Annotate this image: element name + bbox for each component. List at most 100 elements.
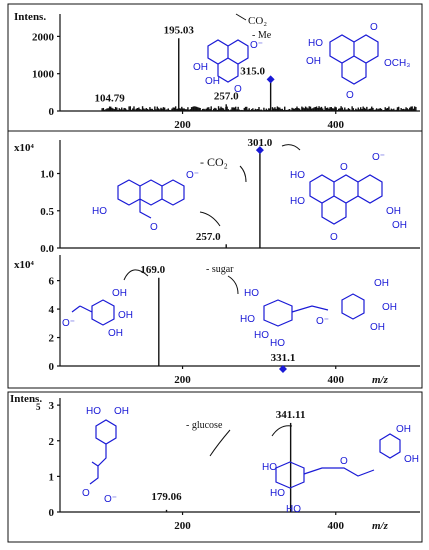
p1-frag-o-1: O bbox=[234, 84, 242, 95]
p2-par-o-minus: O⁻ bbox=[372, 152, 385, 163]
panel-4: 0 1 2 3 200 400 m/z 179.06 341.11 bbox=[49, 398, 420, 532]
panel-2-loss-arrow bbox=[239, 165, 247, 183]
panel-4-peak-label: 341.11 bbox=[276, 409, 306, 421]
top-frame bbox=[7, 3, 423, 389]
panel-3-precursor-marker bbox=[278, 365, 287, 373]
p1-par-oh: OH bbox=[306, 56, 321, 67]
panel-4-exponent: 5 bbox=[36, 402, 41, 412]
p3-par-ho-2: HO bbox=[240, 314, 255, 325]
panel-4-xtick-label: 200 bbox=[174, 520, 191, 532]
panel-3-ytick-label: 4 bbox=[49, 304, 55, 316]
panel-3-ytick-label: 2 bbox=[49, 333, 55, 345]
panel-4-peak-label: 179.06 bbox=[151, 491, 182, 503]
panel-2-ytick-label: 0.5 bbox=[40, 206, 54, 218]
p2-par-ho-2: HO bbox=[290, 196, 305, 207]
panel-4-parent-structure: HO HO HO OH OH O bbox=[262, 424, 419, 515]
p4-par-o: O bbox=[340, 456, 348, 467]
p4-par-ho-2: HO bbox=[270, 488, 285, 499]
panel-4-ylabel: Intens. bbox=[10, 393, 42, 405]
panel-1-parent-structure: HO OH O O OCH₃ bbox=[306, 22, 410, 101]
p3-frag-o-minus: O⁻ bbox=[62, 318, 75, 329]
panel-3-xtick-label: 400 bbox=[327, 374, 344, 386]
panel-4-ytick-label: 0 bbox=[49, 507, 55, 519]
panel-1: 0 1000 2000 200 400 104.79 195.03 257.0 315.0 bbox=[32, 14, 420, 131]
p1-frag-oh-1: OH bbox=[193, 62, 208, 73]
panel-1-loss-me: - Me bbox=[252, 30, 272, 41]
panel-3-exponent: x10⁴ bbox=[14, 259, 35, 271]
panel-1-peak-label: 195.03 bbox=[164, 24, 195, 36]
panel-4-arrow-parent bbox=[271, 425, 293, 437]
panel-3: 0 2 4 6 200 400 m/z 169.0 331.1 bbox=[49, 255, 420, 386]
p1-par-och3: OCH₃ bbox=[384, 58, 410, 69]
p4-frag-oh: OH bbox=[114, 406, 129, 417]
p4-par-oh-2: OH bbox=[404, 454, 419, 465]
p2-par-o-2: O bbox=[330, 232, 338, 243]
panel-1-peak-label: 104.79 bbox=[95, 93, 126, 105]
p2-par-oh-1: OH bbox=[386, 206, 401, 217]
panel-2-fragment-structure: HO O⁻ O bbox=[92, 170, 199, 233]
panel-2: 0.0 0.5 1.0 257.0 301.0 bbox=[40, 137, 420, 255]
p4-frag-o: O bbox=[82, 488, 90, 499]
panel-3-parent-structure: HO HO HO HO OH OH OH O⁻ bbox=[240, 278, 397, 349]
p3-frag-oh-2: OH bbox=[118, 310, 133, 321]
panel-2-peak-label: 301.0 bbox=[248, 137, 273, 149]
p3-par-ho-4: HO bbox=[270, 338, 285, 349]
panel-1-xtick-label: 400 bbox=[327, 119, 344, 131]
panel-3-xtick-label: 200 bbox=[174, 374, 191, 386]
panel-1-precursor-marker bbox=[266, 75, 275, 84]
p3-par-o: O⁻ bbox=[316, 316, 329, 327]
p3-par-ho-3: HO bbox=[254, 330, 269, 341]
p4-par-ho-1: HO bbox=[262, 462, 277, 473]
panel-3-fragment-structure: OH OH OH O⁻ bbox=[62, 288, 133, 339]
p4-frag-ho: HO bbox=[86, 406, 101, 417]
p2-par-oh-2: OH bbox=[392, 220, 407, 231]
p3-frag-oh-1: OH bbox=[112, 288, 127, 299]
panel-4-xtick-label: 400 bbox=[327, 520, 344, 532]
p1-par-o-2: O bbox=[370, 22, 378, 33]
panel-2-ytick-label: 1.0 bbox=[40, 169, 54, 181]
panel-1-ytick-label: 0 bbox=[49, 106, 55, 118]
panel-2-arrow-to-fragment bbox=[199, 211, 221, 227]
p4-frag-o-minus: O⁻ bbox=[104, 494, 117, 505]
panel-3-arrow-to-fragment bbox=[123, 269, 149, 281]
panel-1-loss-arrow bbox=[235, 13, 247, 21]
panel-2-arrow-to-parent bbox=[281, 144, 301, 151]
panel-4-ytick-label: 2 bbox=[49, 436, 55, 448]
panel-4-loss-glucose: - glucose bbox=[186, 420, 223, 431]
panel-4-ytick-label: 1 bbox=[49, 471, 55, 483]
panel-2-parent-structure: HO HO OH OH O O O⁻ bbox=[290, 152, 407, 243]
panel-4-xlabel: m/z bbox=[372, 520, 389, 532]
panel-3-xlabel: m/z bbox=[372, 374, 389, 386]
panel-2-ytick-label: 0.0 bbox=[40, 243, 54, 255]
p2-frag-ho: HO bbox=[92, 206, 107, 217]
panel-3-ytick-label: 0 bbox=[49, 361, 55, 373]
panel-2-loss-co2: - CO₂ bbox=[200, 155, 228, 169]
panel-3-loss-sugar: - sugar bbox=[206, 264, 234, 275]
panel-2-exponent: x10⁴ bbox=[14, 142, 35, 154]
panel-4-ytick-label: 3 bbox=[49, 400, 55, 412]
panel-3-ytick-label: 6 bbox=[49, 276, 55, 288]
panel-4-arrow-loss bbox=[209, 429, 231, 457]
bottom-frame bbox=[7, 391, 423, 543]
panel-2-peak-label: 257.0 bbox=[196, 231, 221, 243]
panel-2-precursor-marker bbox=[255, 146, 264, 155]
p3-par-oh-3: OH bbox=[370, 322, 385, 333]
panel-4-fragment-structure: HO OH O⁻ O bbox=[82, 406, 129, 505]
panel-1-peak-label: 315.0 bbox=[240, 65, 265, 77]
p2-par-ho-1: HO bbox=[290, 170, 305, 181]
panel-3-peak-label: 331.1 bbox=[271, 352, 296, 364]
panel-3-peak-label: 169.0 bbox=[140, 264, 165, 276]
p2-par-o-1: O bbox=[340, 162, 348, 173]
panel-1-ylabel: Intens. bbox=[14, 11, 46, 23]
panel-1-ytick-label: 2000 bbox=[32, 31, 55, 43]
panel-1-xtick-label: 200 bbox=[174, 119, 191, 131]
panel-1-loss-co2: CO₂ bbox=[248, 15, 267, 27]
p3-par-oh-1: OH bbox=[374, 278, 389, 289]
p4-par-ho-3: HO bbox=[286, 504, 301, 515]
p2-frag-o-minus: O⁻ bbox=[186, 170, 199, 181]
panel-1-peak-label: 257.0 bbox=[214, 90, 239, 102]
p1-frag-o-minus: O⁻ bbox=[250, 40, 263, 51]
p3-par-oh-2: OH bbox=[382, 302, 397, 313]
panel-1-ytick-label: 1000 bbox=[32, 69, 55, 81]
